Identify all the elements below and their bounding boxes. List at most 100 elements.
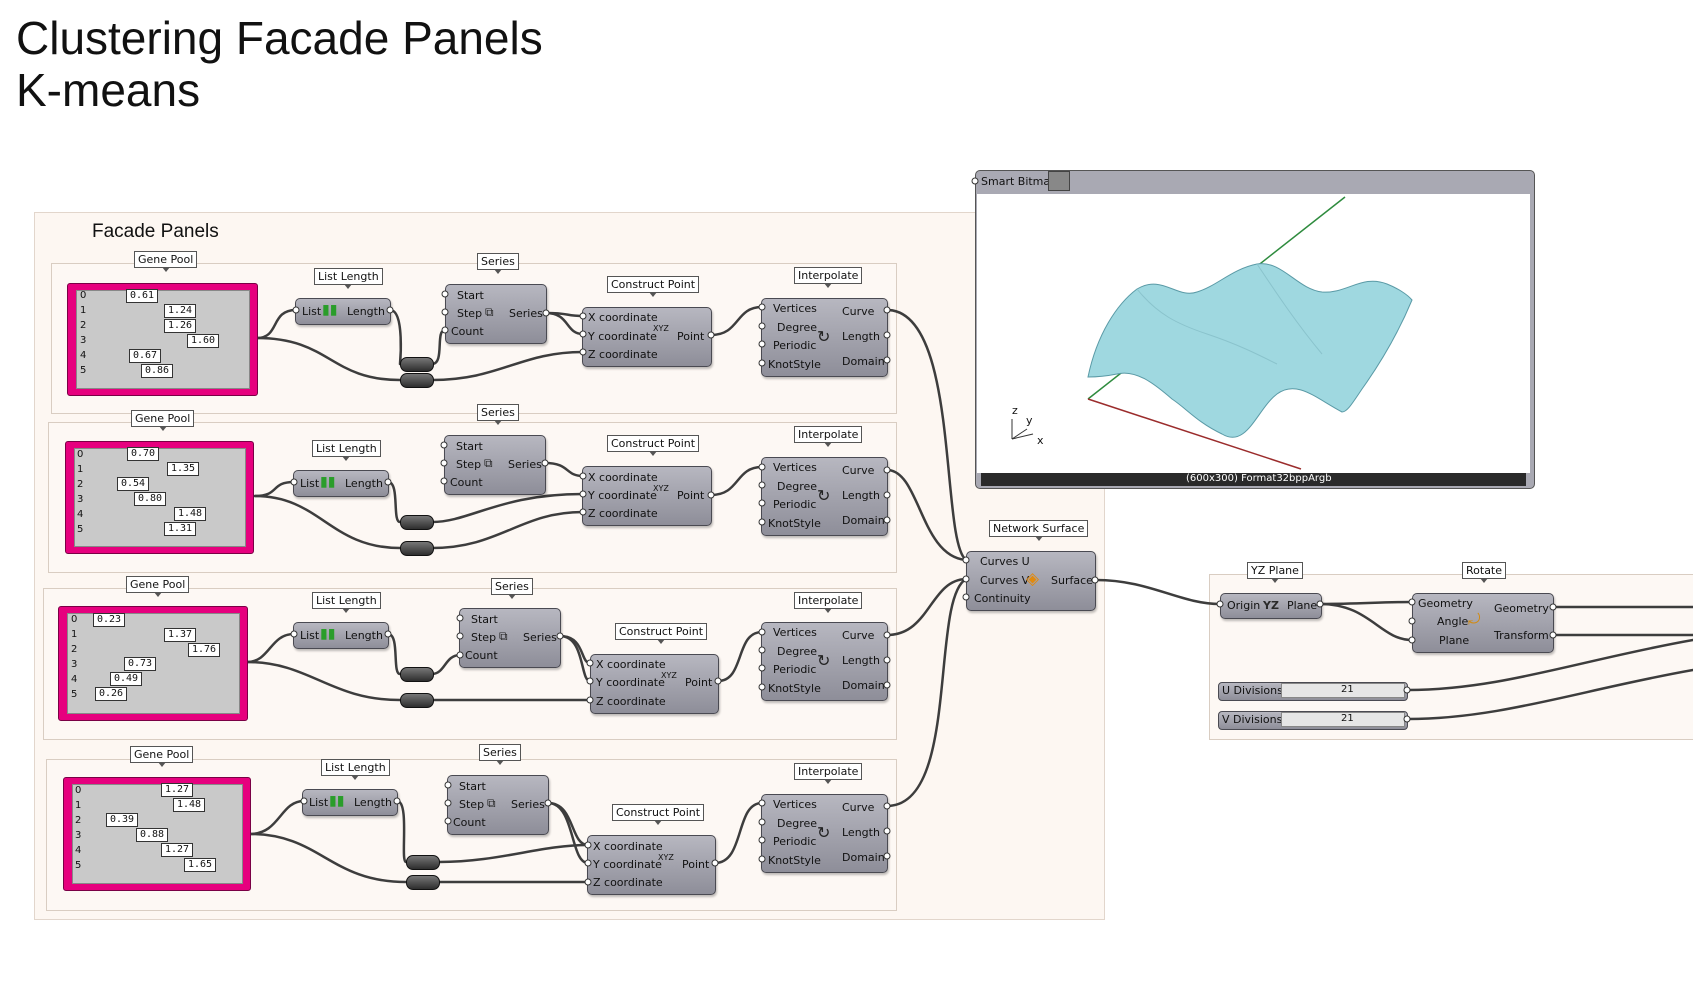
gene-pool-4-tag: Gene Pool — [130, 746, 194, 767]
gene-value[interactable]: 0.73 — [124, 657, 157, 671]
series-1-tag: Series — [477, 253, 519, 274]
list-length-1-tag: List Length — [314, 268, 383, 289]
gene-value[interactable]: 0.54 — [117, 477, 150, 491]
gene-value[interactable]: 0.70 — [127, 447, 160, 461]
relay[interactable] — [400, 515, 434, 530]
relay[interactable] — [400, 693, 434, 708]
series-icon: ⧉ — [484, 456, 493, 470]
relay[interactable] — [400, 357, 434, 372]
gene-value[interactable]: 1.37 — [164, 628, 197, 642]
series-2-tag: Series — [477, 404, 519, 425]
construct-point-1[interactable] — [582, 307, 712, 367]
bar-chart-icon: ▮▮ — [320, 626, 336, 642]
axis-label-y: y — [1026, 414, 1033, 427]
bar-chart-icon: ▮▮ — [320, 474, 336, 490]
u-divisions-label: U Divisions — [1222, 684, 1283, 697]
series-2[interactable] — [444, 435, 546, 495]
xyz-point-icon: XYZ — [653, 324, 669, 333]
construct-point-3-tag: Construct Point — [615, 623, 708, 644]
construct-point-4-tag: Construct Point — [612, 804, 705, 825]
gene-value[interactable]: 1.48 — [173, 798, 206, 812]
bitmap-caption: (600x300) Format32bppArgb — [1186, 473, 1332, 484]
bitmap-swatch-icon — [1048, 171, 1070, 191]
list-length-4-tag: List Length — [321, 759, 390, 780]
interpolate-3-tag: Interpolate — [794, 592, 863, 613]
gene-value[interactable]: 0.88 — [136, 828, 169, 842]
page-title-line1: Clustering Facade Panels — [16, 12, 543, 64]
spiral-curve-icon: ↻ — [817, 486, 831, 505]
axis-label-z: z — [1012, 404, 1018, 417]
v-divisions-value[interactable]: 21 — [1341, 713, 1354, 724]
relay[interactable] — [400, 541, 434, 556]
series-icon: ⧉ — [499, 629, 508, 643]
yz-plane-icon: YZ — [1263, 599, 1279, 612]
list-length-1[interactable] — [295, 298, 391, 325]
gene-value[interactable]: 1.26 — [164, 319, 197, 333]
surface-icon: ◈ — [1026, 569, 1040, 589]
list-length-3[interactable] — [293, 622, 389, 649]
v-divisions-label: V Divisions — [1222, 713, 1283, 726]
smart-bitmap-title: Smart Bitmap — [981, 175, 1058, 188]
xyz-point-icon: XYZ — [658, 853, 674, 862]
gene-pool-2[interactable] — [65, 441, 254, 554]
gene-pool-1-tag: Gene Pool — [134, 251, 198, 272]
series-4[interactable] — [447, 775, 549, 835]
series-icon: ⧉ — [487, 796, 496, 810]
gene-value[interactable]: 0.26 — [95, 687, 128, 701]
bar-chart-icon: ▮▮ — [322, 302, 338, 318]
interpolate-2[interactable] — [761, 457, 888, 536]
gene-value[interactable]: 1.31 — [164, 522, 197, 536]
construct-point-2-tag: Construct Point — [607, 435, 700, 456]
relay[interactable] — [400, 373, 434, 388]
bar-chart-icon: ▮▮ — [329, 793, 345, 809]
spiral-curve-icon: ↻ — [817, 327, 831, 346]
network-surface[interactable] — [966, 551, 1096, 611]
yz-plane-tag: YZ Plane — [1247, 562, 1303, 583]
gene-value[interactable]: 0.80 — [134, 492, 167, 506]
gene-value[interactable]: 0.39 — [106, 813, 139, 827]
xyz-point-icon: XYZ — [661, 671, 677, 680]
interpolate-3[interactable] — [761, 622, 888, 701]
surface-preview — [1011, 196, 1413, 470]
gene-pool-3[interactable] — [58, 606, 248, 721]
gene-value[interactable]: 0.61 — [126, 289, 159, 303]
bitmap-caption-bar — [981, 473, 1526, 486]
facade-panels-group-title: Facade Panels — [92, 221, 219, 242]
page-title-line2: K-means — [16, 64, 201, 116]
gene-value[interactable]: 1.48 — [174, 507, 207, 521]
network-surface-tag: Network Surface — [989, 520, 1089, 541]
series-icon: ⧉ — [485, 305, 494, 319]
relay[interactable] — [406, 875, 440, 890]
gene-value[interactable]: 1.60 — [187, 334, 220, 348]
construct-point-2[interactable] — [582, 466, 712, 526]
gene-value[interactable]: 0.23 — [93, 613, 126, 627]
interpolate-4-tag: Interpolate — [794, 763, 863, 784]
gene-value[interactable]: 1.27 — [161, 843, 194, 857]
gene-value[interactable]: 1.27 — [161, 783, 194, 797]
gene-value[interactable]: 0.86 — [141, 364, 174, 378]
series-3-tag: Series — [491, 578, 533, 599]
gene-value[interactable]: 1.24 — [164, 304, 197, 318]
spiral-curve-icon: ↻ — [817, 823, 831, 842]
gene-value[interactable]: 1.65 — [184, 858, 217, 872]
series-3[interactable] — [459, 608, 561, 668]
construct-point-1-tag: Construct Point — [607, 276, 700, 297]
gene-value[interactable]: 1.76 — [188, 643, 221, 657]
gene-value[interactable]: 0.67 — [129, 349, 162, 363]
rotate[interactable] — [1412, 593, 1554, 653]
list-length-2[interactable] — [293, 470, 389, 497]
axis-label-x: x — [1037, 434, 1044, 447]
interpolate-2-tag: Interpolate — [794, 426, 863, 447]
gene-pool-3-tag: Gene Pool — [126, 576, 190, 597]
gene-value[interactable]: 0.49 — [110, 672, 143, 686]
u-divisions-value[interactable]: 21 — [1341, 684, 1354, 695]
interpolate-1-tag: Interpolate — [794, 267, 863, 288]
rotate-icon: ⤾ — [1468, 610, 1481, 628]
xyz-point-icon: XYZ — [653, 484, 669, 493]
gene-value[interactable]: 1.35 — [167, 462, 200, 476]
relay[interactable] — [406, 855, 440, 870]
relay[interactable] — [400, 667, 434, 682]
construct-point-3[interactable] — [590, 654, 719, 714]
